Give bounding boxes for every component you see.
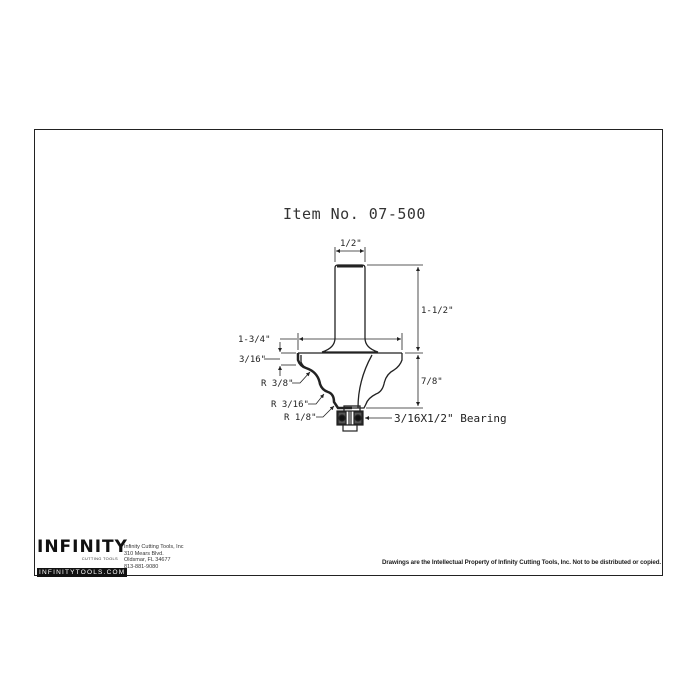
dim-bearing: 3/16X1/2" Bearing bbox=[394, 412, 507, 425]
logo-tagline: CUTTING TOOLS bbox=[81, 556, 118, 561]
infinity-logo: INFINITY CUTTING TOOLS INFINITYTOOLS.COM bbox=[37, 537, 128, 579]
logo-url: INFINITYTOOLS.COM bbox=[37, 568, 128, 577]
dim-radius-large: R 3/8" bbox=[261, 379, 294, 389]
cutter-body bbox=[296, 352, 403, 413]
item-number-title: Item No. 07-500 bbox=[283, 205, 426, 223]
dim-shank-diameter: 1/2" bbox=[340, 239, 362, 249]
company-address: Infinity Cutting Tools, Inc 310 Mears Bl… bbox=[124, 544, 184, 570]
logo-brand: INFINITY bbox=[37, 537, 128, 557]
address-phone: 813-881-9080 bbox=[124, 563, 159, 570]
dim-top-fillet: 3/16" bbox=[239, 355, 266, 365]
copyright-notice: Drawings are the Intellectual Property o… bbox=[382, 559, 662, 566]
address-company: Infinity Cutting Tools, Inc bbox=[124, 544, 184, 550]
dim-radius-small: R 1/8" bbox=[284, 413, 317, 423]
drawing-frame bbox=[34, 129, 663, 576]
dim-radius-medium: R 3/16" bbox=[271, 400, 309, 410]
bearing bbox=[336, 410, 364, 432]
dim-cutting-height: 7/8" bbox=[421, 377, 443, 387]
address-street: 310 Mears Blvd. bbox=[124, 550, 164, 557]
address-city: Oldsmar, FL 34677 bbox=[124, 557, 171, 563]
dim-cutting-diameter: 1-3/4" bbox=[238, 335, 271, 345]
dimension-lines bbox=[264, 247, 423, 420]
dim-shank-length: 1-1/2" bbox=[421, 306, 454, 316]
